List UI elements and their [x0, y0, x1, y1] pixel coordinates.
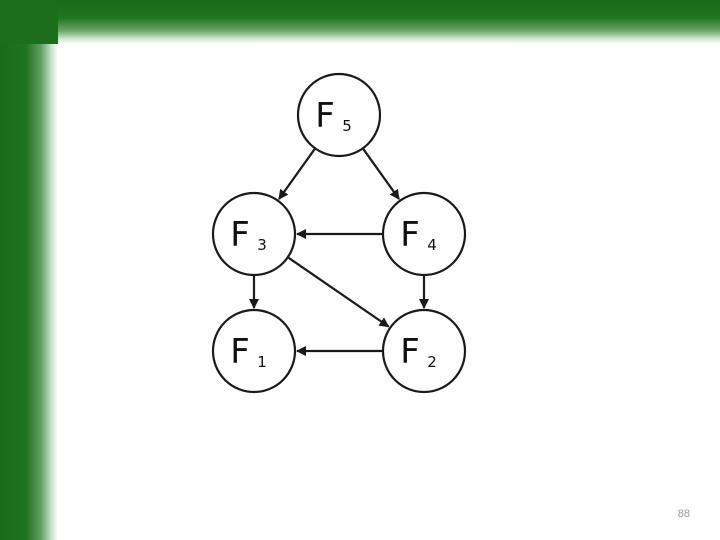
edges-layer [249, 148, 429, 356]
node-letter: F [400, 215, 420, 255]
node-circle [381, 191, 467, 277]
node-subscript: 2 [427, 353, 437, 371]
edge-f5-to-f3 [278, 148, 316, 200]
slide-left-border [0, 0, 58, 540]
node-letter: F [400, 332, 420, 372]
node-circle [381, 308, 467, 394]
edge-f3-to-f2 [287, 256, 390, 328]
node-circle [211, 191, 297, 277]
node-subscript: 5 [342, 117, 352, 135]
node-subscript: 3 [257, 236, 267, 254]
slide-top-border [0, 0, 720, 44]
page-number: 88 [677, 508, 690, 520]
node-subscript: 1 [257, 353, 267, 371]
node-letter: F [230, 215, 250, 255]
node-letter: F [315, 96, 335, 136]
edge-f5-to-f4 [362, 148, 400, 200]
node-letter: F [230, 332, 250, 372]
node-circle [296, 72, 382, 158]
slide-corner-border [0, 0, 58, 44]
node-circle [211, 308, 297, 394]
node-subscript: 4 [427, 236, 437, 254]
